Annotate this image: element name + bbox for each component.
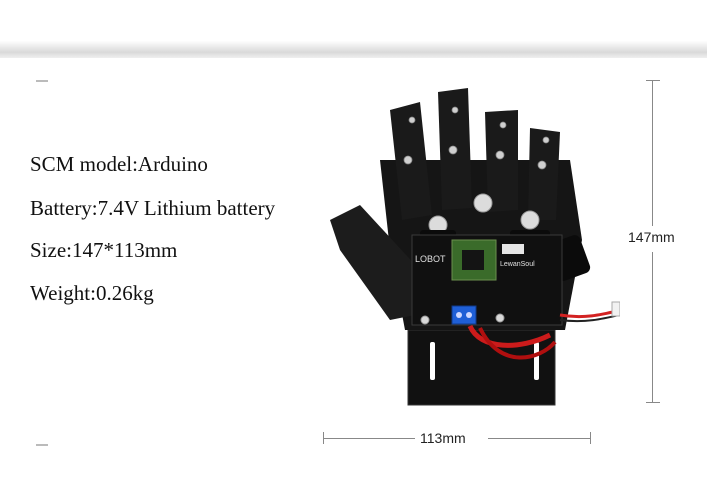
spec-battery: Battery:7.4V Lithium battery (30, 196, 276, 220)
height-label: 147mm (628, 229, 675, 245)
top-shadow-band (0, 0, 707, 58)
spec-weight: Weight:0.26kg (30, 281, 154, 305)
robot-hand-image: LOBOT LewanSoul (330, 88, 620, 406)
spec-scm-model: SCM model:Arduino (30, 152, 208, 176)
board-brand-left: LOBOT (415, 254, 446, 264)
width-label: 113mm (420, 430, 466, 446)
corner-dash (36, 444, 48, 446)
corner-dash (36, 80, 48, 82)
spec-size: Size:147*113mm (30, 238, 178, 262)
board-brand-right: LewanSoul (500, 261, 535, 268)
